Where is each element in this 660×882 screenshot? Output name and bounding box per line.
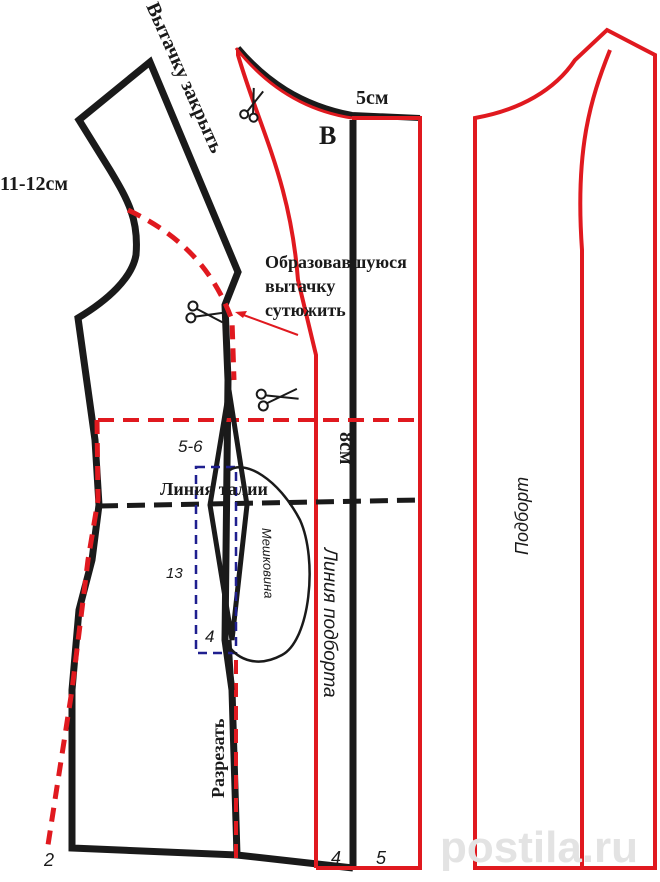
facing-piece-inner [578,49,612,868]
label-neck-measure: 5см [356,87,389,109]
hem-line [236,851,354,872]
label-facing-line: Линия подборта [319,546,340,698]
label-press-dart-2: вытачку [265,276,335,296]
neck-curve-black [235,46,421,121]
label-dart-depth: 5-6 [178,437,203,456]
scissors-icon-pocket [255,387,299,412]
label-pocket-height: 13 [166,565,183,582]
label-press-dart-3: сутюжить [265,300,346,320]
label-hem-point-5: 5 [376,848,387,868]
armhole-dashed-red [126,207,237,381]
front-bodice-outline [68,56,242,859]
label-shoulder-measure: 11-12см [0,173,68,195]
pocket-frame [194,465,238,655]
neck-curve-red [234,47,353,120]
label-point-b: В [319,121,336,150]
scissors-icon-neck [239,87,264,123]
facing-strip-red [316,116,422,870]
label-pocket-bag: Мешковина [259,528,276,599]
label-hem-point-2: 2 [43,850,54,870]
label-cut: Разрезать [208,718,228,798]
pocket-bag-outline [226,466,311,663]
scissors-icon-dart [185,300,225,324]
press-arrow-head [235,311,247,318]
label-press-dart-1: Образовавшуюся [265,252,407,272]
label-hem-point-4: 4 [331,848,341,868]
label-pocket-measure: 8см [335,432,357,465]
watermark: postila.ru [440,823,638,872]
side-seam-dashed [45,419,101,846]
waist-dashed [99,497,421,509]
press-arrow [237,312,299,336]
label-pocket-width: 4 [205,627,214,646]
front-neckline-red [236,48,318,868]
facing-piece-outline [473,27,657,870]
label-waist-line: Линия талии [160,479,268,499]
label-facing-piece: Подборт [512,477,532,555]
